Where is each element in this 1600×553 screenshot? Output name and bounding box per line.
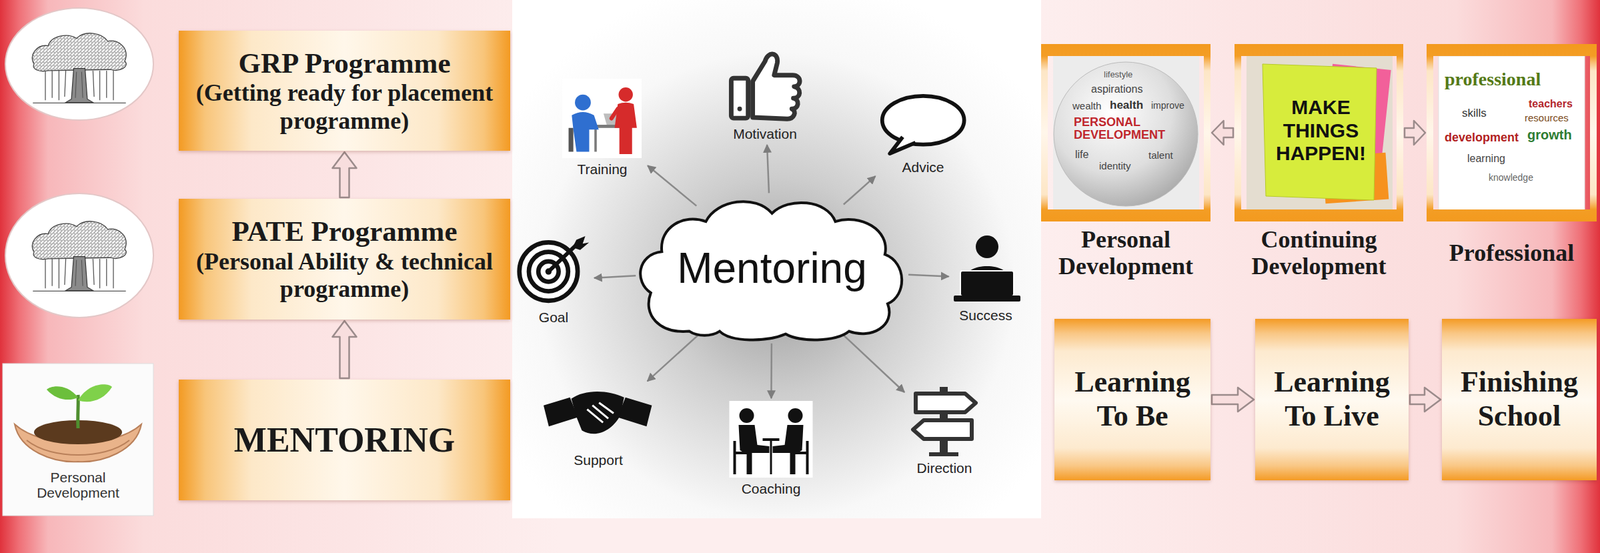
image-text: improve [1151,100,1185,112]
programme-box: PATE Programme(Personal Ability & techni… [178,198,511,320]
cloud-label: Mentoring [676,244,868,292]
programme-text: MENTORING [189,420,500,461]
image-text: PERSONAL DEVELOPMENT [1073,116,1174,142]
block-arrow [1409,387,1441,412]
aspect-label: Success [959,306,1012,324]
image-text: resources [1524,112,1569,125]
mentoring-aspect: Success [951,232,1021,324]
plant-in-hands-image [2,363,154,516]
image-text: Personal Development [24,469,132,501]
aspect-label: Motivation [732,125,797,143]
pointer-arrow [594,275,636,278]
handshake-icon [543,391,652,434]
mentoring-aspect: Direction [906,382,983,477]
pointer-arrow [843,176,876,205]
stage-box: Learning To Live [1255,318,1409,481]
training-icon [562,78,642,159]
pointer-arrow [647,165,697,206]
frame-caption: Continuing Development [1234,225,1404,282]
mentoring-aspect: Motivation [719,46,812,143]
image-text: skills [1461,106,1487,121]
block-arrow [332,320,357,379]
image-text: professional [1444,68,1541,91]
aspect-label: Coaching [741,480,802,497]
image-text: wealth [1072,100,1102,113]
image-text: identity [1099,160,1132,173]
programme-text: GRP Programme [189,46,500,80]
aspect-label: Goal [538,308,569,326]
coaching-icon [729,400,814,478]
stage-label: Learning To Live [1260,365,1404,433]
mentoring-aspect: Training [558,78,646,178]
block-arrow [1211,120,1234,145]
pointer-arrow [908,274,949,277]
aspect-label: Advice [901,158,944,176]
banyan-tree-image [5,8,154,121]
banyan-tree-image [5,193,154,318]
mentoring-cloud: Mentoring [634,194,910,343]
image-text: talent [1148,149,1174,162]
programme-box: MENTORING [178,379,511,501]
target-icon [519,236,590,301]
stage-box: Finishing School [1441,318,1597,481]
image-text: teachers [1528,97,1573,111]
signpost-icon [913,386,976,457]
stage-label: Finishing School [1447,365,1592,433]
image-text: aspirations [1091,82,1143,96]
block-arrow [332,152,357,198]
image-text: life [1075,148,1089,161]
programme-text: PATE Programme [189,214,500,248]
image-text: lifestyle [1103,69,1133,81]
aspect-label: Direction [917,459,973,477]
mentoring-aspect: Coaching [729,400,814,497]
image-text: growth [1527,126,1572,143]
pointer-arrow [770,343,773,399]
sticky-note-image [1246,56,1393,213]
frame-caption: Personal Development [1041,225,1211,282]
aspect-label: Support [573,451,623,469]
speech-bubble-icon [882,96,965,154]
image-text: learning [1467,152,1506,165]
pointer-arrow [766,144,769,193]
stage-box: Learning To Be [1054,318,1211,481]
stage-label: Learning To Be [1059,365,1206,433]
programme-box: GRP Programme(Getting ready for placemen… [178,30,511,151]
word-sphere-image [1053,56,1200,213]
frame-caption: Professional [1426,225,1597,282]
block-arrow [1211,387,1254,412]
mentoring-aspect: Advice [877,92,970,176]
programme-subtitle: (Getting ready for placement programme) [189,79,500,135]
block-arrow [1404,120,1426,145]
thumbs-up-icon [730,54,800,119]
image-text: health [1109,98,1144,113]
center-panel [512,0,1042,519]
image-text: knowledge [1488,172,1534,184]
mentoring-aspect: Support [543,382,653,469]
pointer-arrow [841,332,905,393]
person-laptop-icon [953,235,1021,302]
programme-subtitle: (Personal Ability & technical programme) [189,248,500,304]
word-cloud-image [1438,56,1585,213]
image-text: MAKE THINGS HAPPEN! [1265,96,1376,166]
aspect-label: Training [576,160,627,178]
image-text: development [1444,130,1519,146]
mentoring-aspect: Goal [515,234,592,326]
pointer-arrow [647,332,702,381]
